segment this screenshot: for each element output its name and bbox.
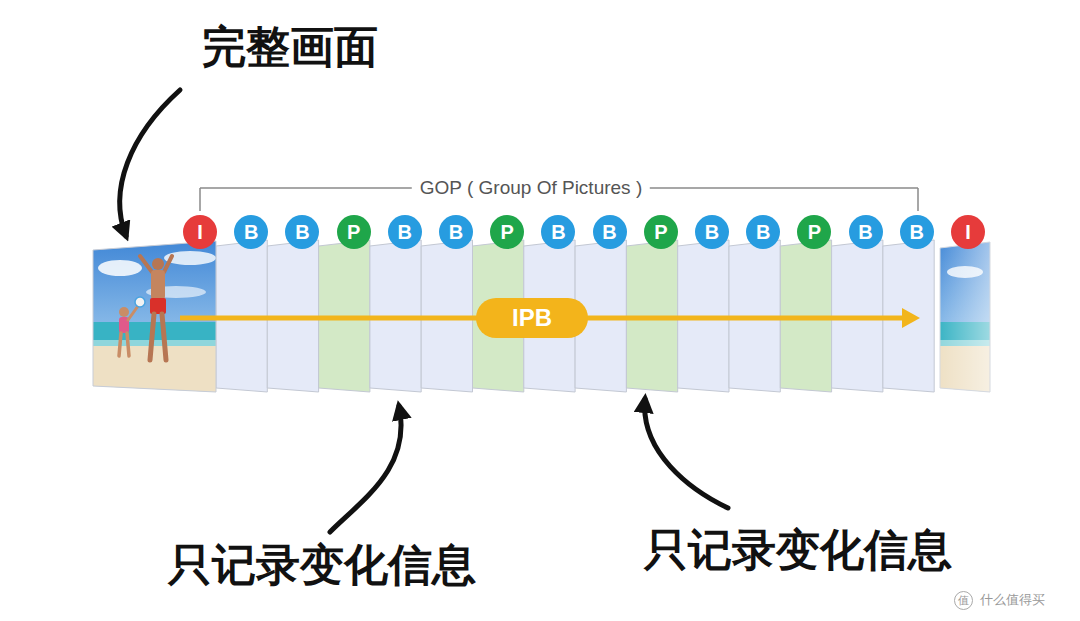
man-figure: [140, 256, 172, 360]
frame-type-circle: B: [285, 215, 319, 249]
frame-type-circle: B: [388, 215, 422, 249]
frame-type-letter: B: [756, 222, 770, 242]
frame-type-circle: I: [183, 215, 217, 249]
frame-type-circle: B: [849, 215, 883, 249]
frame-type-letter: B: [244, 222, 258, 242]
pill-text: IPB: [512, 306, 552, 330]
timeline-head: [902, 308, 920, 328]
frame-type-letter: B: [910, 222, 924, 242]
frame-type-letter: P: [501, 222, 514, 242]
frame-type-letter: I: [965, 222, 971, 242]
frame-type-letter: B: [602, 222, 616, 242]
callout-text: 只记录变化信息: [168, 541, 476, 589]
frame-type-circle: B: [695, 215, 729, 249]
frame-type-letter: B: [551, 222, 565, 242]
frame-type-letter: B: [449, 222, 463, 242]
frame-type-circle: P: [644, 215, 678, 249]
frame-type-letter: B: [398, 222, 412, 242]
frame-type-letter: P: [654, 222, 667, 242]
bracket-tick: [199, 188, 201, 211]
pointer-arrow: [120, 90, 180, 236]
frame-type-circle: P: [337, 215, 371, 249]
child-figure: [119, 297, 145, 356]
frame-type-letter: I: [197, 222, 203, 242]
bracket-tick: [917, 188, 919, 211]
frame-type-letter: B: [705, 222, 719, 242]
frame-type-circle: B: [234, 215, 268, 249]
frame-type-letter: B: [295, 222, 309, 242]
frame-type-letter: P: [347, 222, 360, 242]
frame-type-circle: P: [797, 215, 831, 249]
callout-text: 完整画面: [202, 23, 378, 71]
callout-text: 只记录变化信息: [644, 526, 952, 574]
photo-fade: [938, 238, 994, 398]
bracket-label: GOP ( Group Of Pictures ): [412, 178, 650, 199]
photo-frame: [940, 242, 990, 392]
sky: [938, 238, 994, 398]
watermark-text: 什么值得买: [980, 593, 1045, 607]
cloud: [98, 260, 142, 276]
frame-type-letter: B: [858, 222, 872, 242]
watermark-glyph: 值: [958, 595, 969, 606]
frame-type-circle: I: [951, 215, 985, 249]
frame-type-letter: P: [808, 222, 821, 242]
ipb-pill: IPB: [476, 298, 588, 338]
beach-photo: [938, 238, 994, 398]
pointer-arrow: [330, 406, 401, 532]
frame-type-circle: B: [900, 215, 934, 249]
pointer-arrow: [645, 399, 728, 508]
frame-type-circle: B: [593, 215, 627, 249]
frame-type-circle: B: [746, 215, 780, 249]
frame-type-circle: B: [439, 215, 473, 249]
frame-type-circle: B: [541, 215, 575, 249]
frame-type-circle: P: [490, 215, 524, 249]
watermark-icon: 值: [954, 591, 973, 610]
sand: [90, 346, 220, 396]
